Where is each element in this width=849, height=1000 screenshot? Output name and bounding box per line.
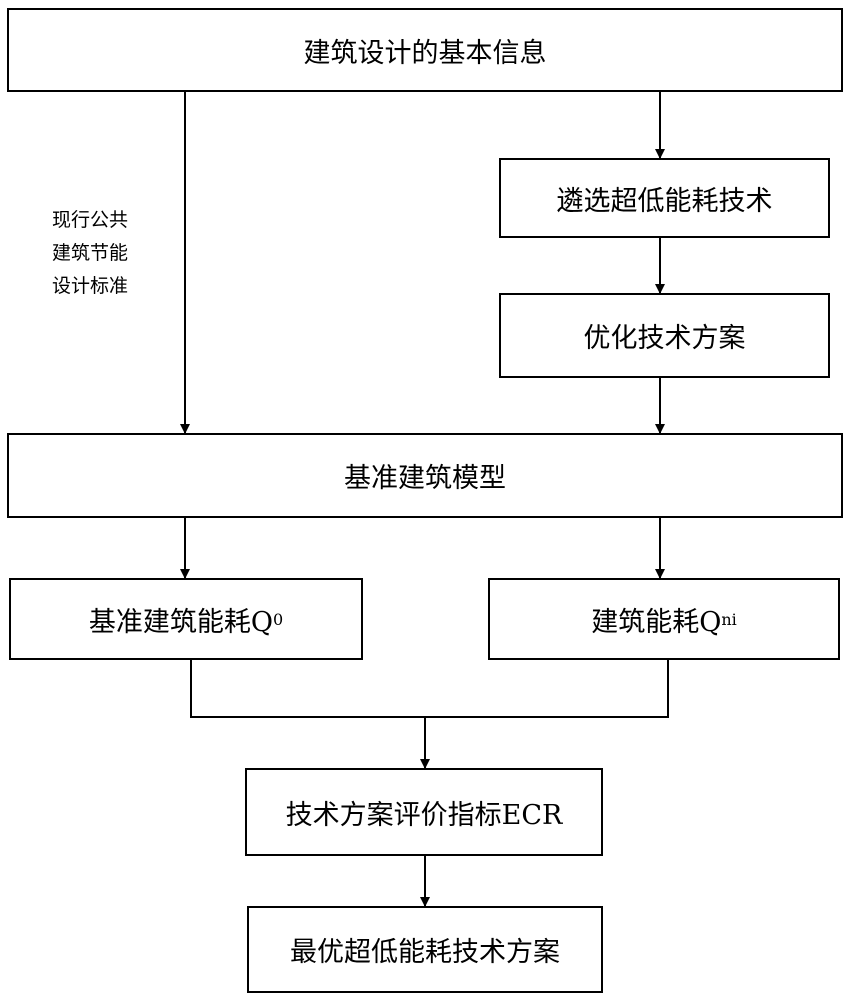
node-optimal: 最优超低能耗技术方案 xyxy=(247,906,603,993)
edge-label-line-3: 设计标准 xyxy=(52,275,129,297)
node-baseline-model: 基准建筑模型 xyxy=(7,433,843,518)
node-select-tech: 遴选超低能耗技术 xyxy=(499,158,830,238)
edge-label-line-1: 现行公共 xyxy=(52,209,129,231)
node-basic-info: 建筑设计的基本信息 xyxy=(7,8,843,92)
node-baseline-energy-subscript: 0 xyxy=(272,609,284,629)
node-ecr: 技术方案评价指标ECR xyxy=(245,768,603,856)
node-building-energy-subscript: ni xyxy=(721,609,737,629)
edge-label-line-2: 建筑节能 xyxy=(52,242,129,264)
node-baseline-energy-text: 基准建筑能耗Q xyxy=(88,606,273,638)
edge-label-standard: 现行公共 建筑节能 设计标准 xyxy=(52,204,184,303)
node-building-energy-text: 建筑能耗Q xyxy=(591,606,722,638)
edge-merge xyxy=(190,660,669,718)
node-optimize: 优化技术方案 xyxy=(499,293,830,378)
